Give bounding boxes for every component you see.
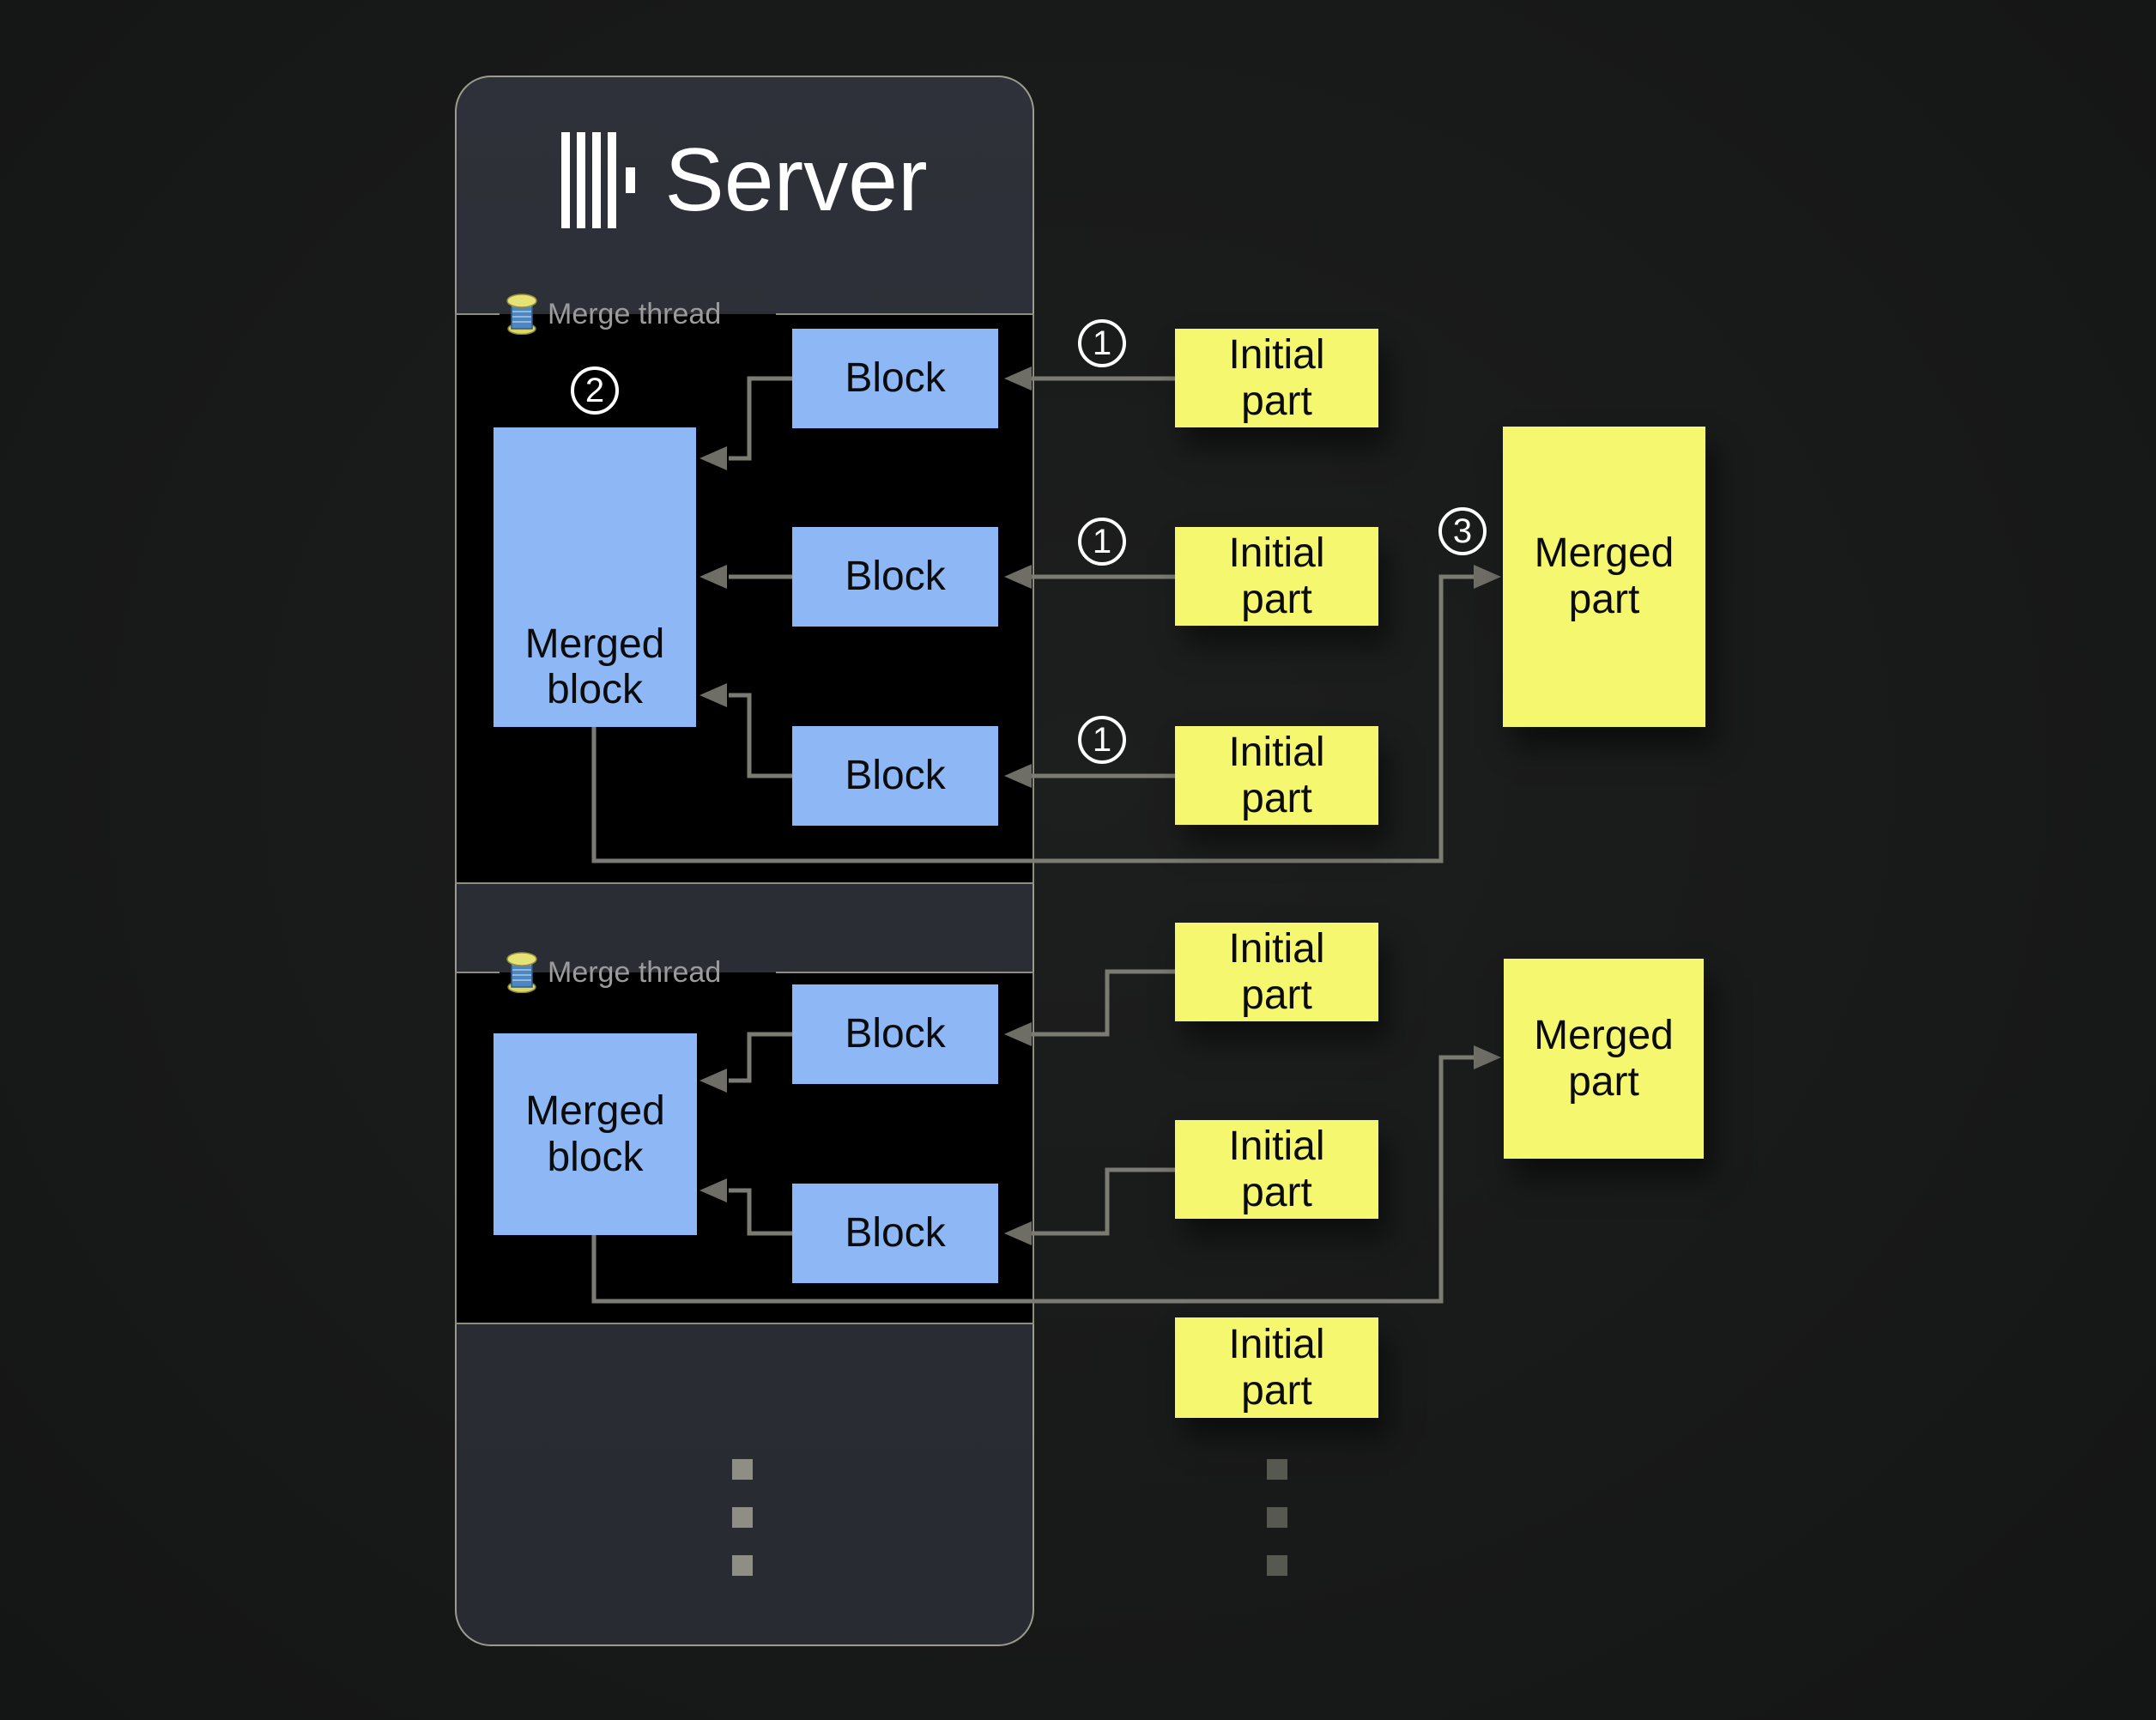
arrowhead-merged-block1-to-merged-part1 [1474,565,1501,589]
initial-part-node: Initial part [1175,726,1378,825]
step-3-badge: 3 [1438,507,1487,555]
wire-block3-to-merged-block1 [729,693,792,778]
block-node: Block [792,984,998,1084]
block-node: Block [792,726,998,826]
ellipsis-dot [1267,1555,1287,1576]
step-2-badge: 2 [571,366,619,415]
arrowhead-block3-to-merged-block1 [699,683,727,707]
step-1-badge: 1 [1078,716,1126,764]
merge-thread-label: Merge thread [548,298,722,330]
block-node: Block [792,329,998,428]
arrowhead-block1-to-merged-block1 [699,446,727,470]
wire-block2-1-to-merged-block2 [729,1032,792,1083]
block-node: Block [792,527,998,627]
arrowhead-block2-1-to-merged-block2 [699,1069,727,1093]
arrowhead-initial-part2-1-to-block2-1 [1004,1022,1032,1046]
arrowhead-block2-to-merged-block1 [699,565,727,589]
server-title-row: Server [455,129,1034,232]
merged-block-node: Merged block [494,427,696,727]
step-1-badge: 1 [1078,319,1126,367]
step-1-badge: 1 [1078,518,1126,566]
wire-initial-part2-2-to-block2-2 [1032,1167,1175,1236]
arrowhead-initial-part2-to-block2 [1004,565,1032,589]
initial-part-node: Initial part [1175,1120,1378,1219]
arrowhead-block2-2-to-merged-block2 [699,1178,727,1202]
merge-thread-legend: Merge thread [506,294,721,335]
arrowhead-initial-part3-to-block3 [1004,764,1032,788]
ellipsis-dot [732,1555,753,1576]
wire-block2-2-to-merged-block2 [729,1188,792,1236]
initial-part-node: Initial part [1175,1317,1378,1418]
merged-part-node: Merged part [1504,959,1704,1159]
merge-thread-legend: Merge thread [506,952,721,993]
wire-initial-part2-1-to-block2-1 [1032,969,1175,1037]
block-node: Block [792,1184,998,1283]
merge-thread-label: Merge thread [548,956,722,989]
ellipsis-dot [732,1507,753,1528]
arrowhead-initial-part1-to-block1 [1004,366,1032,391]
wire-merged-block1-to-merged-part1 [591,574,1474,863]
thread-spool-icon [506,294,537,335]
ellipsis-dot [1267,1459,1287,1480]
ellipsis-dot [732,1459,753,1480]
thread-spool-icon [506,952,537,993]
wire-block1-to-merged-block1 [729,376,792,461]
arrowhead-merged-block2-to-merged-part2 [1474,1045,1501,1069]
initial-part-node: Initial part [1175,923,1378,1021]
wire-merged-block2-to-merged-part2 [591,1055,1474,1304]
server-title: Server [664,130,928,230]
clickhouse-logo-icon [561,132,636,228]
ellipsis-dot [1267,1507,1287,1528]
merged-block-node: Merged block [494,1033,697,1235]
merged-part-node: Merged part [1503,427,1705,727]
initial-part-node: Initial part [1175,329,1378,427]
arrowhead-initial-part2-2-to-block2-2 [1004,1221,1032,1245]
initial-part-node: Initial part [1175,527,1378,626]
